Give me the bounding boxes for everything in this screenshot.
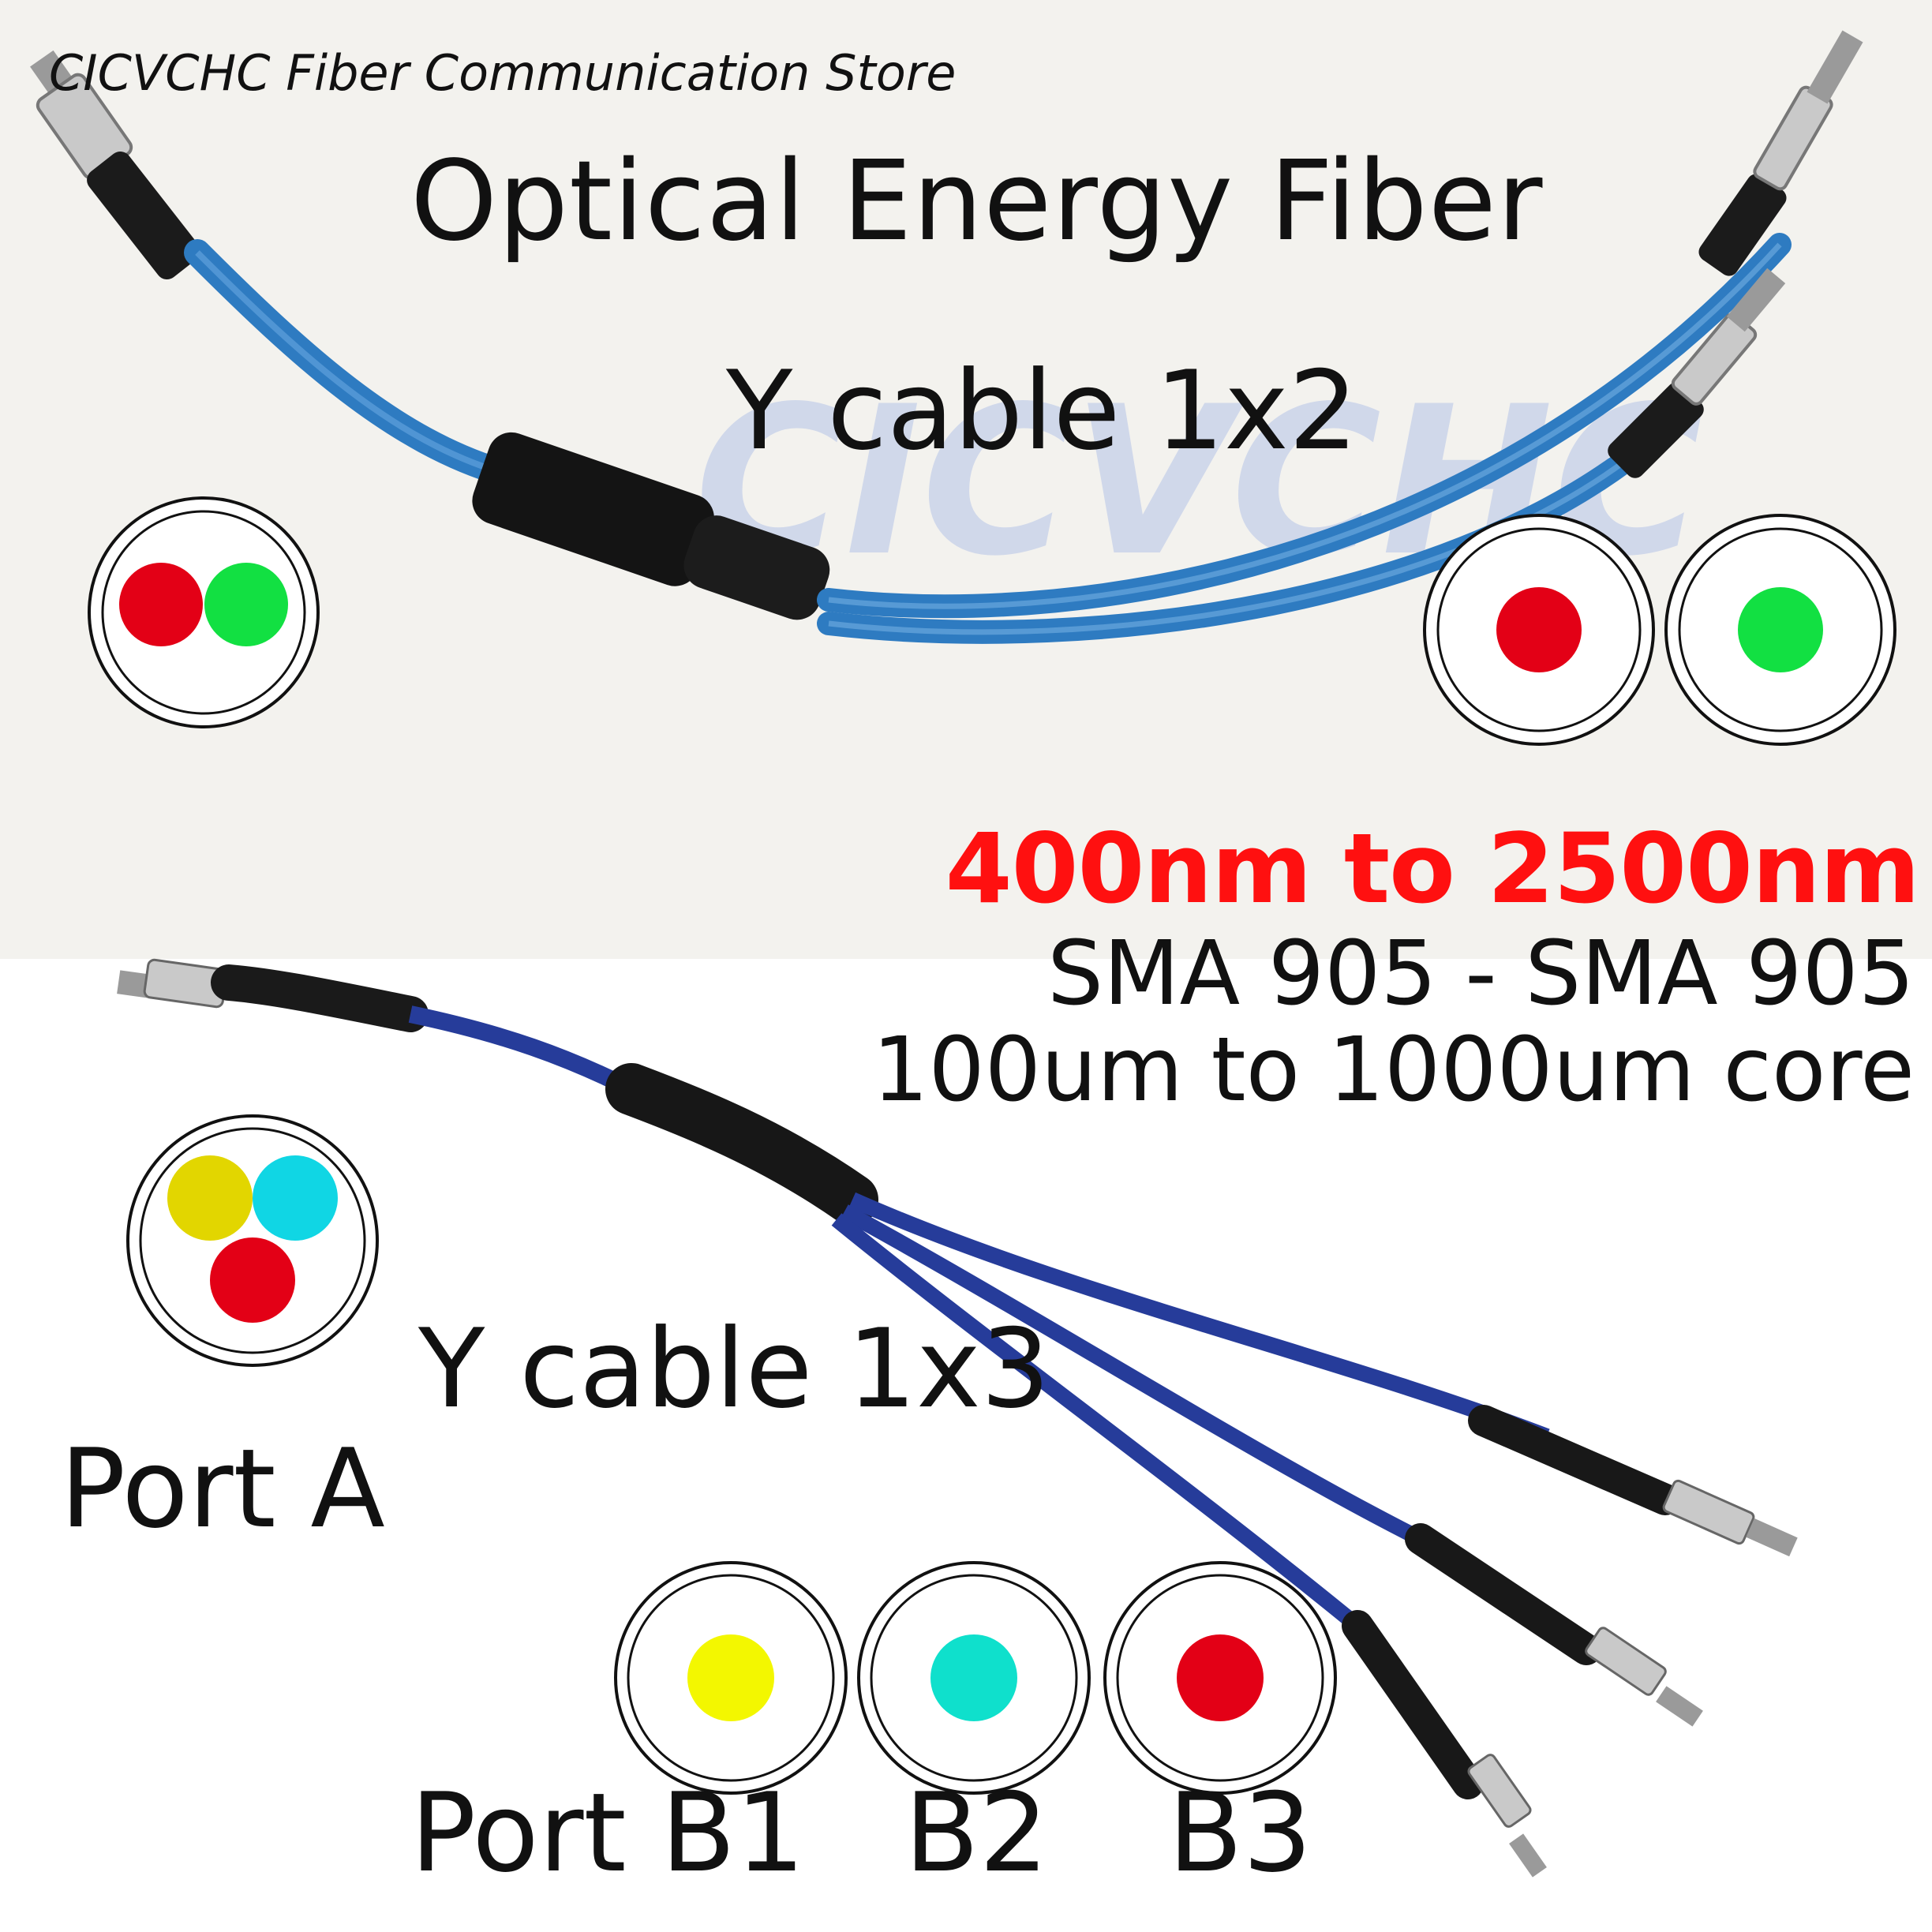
port-a-1x2-diagram (88, 496, 320, 728)
port-b-red-1x2-diagram (1423, 514, 1655, 746)
sma-connector-left-top (30, 50, 200, 280)
port-b2-diagram (857, 1561, 1091, 1795)
red-fiber-core (119, 563, 203, 646)
y-cable-1x2-image (30, 30, 1863, 644)
port-a-1x3-diagram (126, 1114, 379, 1367)
splitter-1x2 (472, 432, 830, 620)
connector-spec: SMA 905 - SMA 905 (1046, 923, 1915, 1025)
wavelength-range: 400nm to 2500nm (945, 813, 1920, 925)
port-b3-label: B3 (1168, 1769, 1312, 1896)
port-b-green-1x2-diagram (1664, 514, 1896, 746)
cyan-fiber-core (253, 1155, 338, 1241)
sma-connector-right-top-2 (1608, 268, 1786, 478)
red-fiber-core (210, 1237, 295, 1323)
store-name: CICVCHC Fiber Communication Store (49, 44, 957, 102)
port-b1-label: Port B1 (410, 1769, 805, 1896)
port-b1-diagram (614, 1561, 848, 1795)
product-title: Optical Energy Fiber (410, 137, 1544, 266)
port-b3-diagram (1103, 1561, 1337, 1795)
y-cable-1x3-image (117, 958, 1798, 1878)
y-cable-1x3-label: Y cable 1x3 (418, 1305, 1050, 1432)
port-b2-label: B2 (904, 1769, 1049, 1896)
y-cable-1x2-label: Y cable 1x2 (726, 347, 1358, 474)
sma-connector-right-top-1 (1698, 30, 1863, 276)
green-fiber-core (204, 563, 288, 646)
port-a-label: Port A (60, 1425, 385, 1552)
yellow-fiber-core (167, 1155, 253, 1241)
core-spec: 100um to 1000um core (872, 1019, 1915, 1121)
